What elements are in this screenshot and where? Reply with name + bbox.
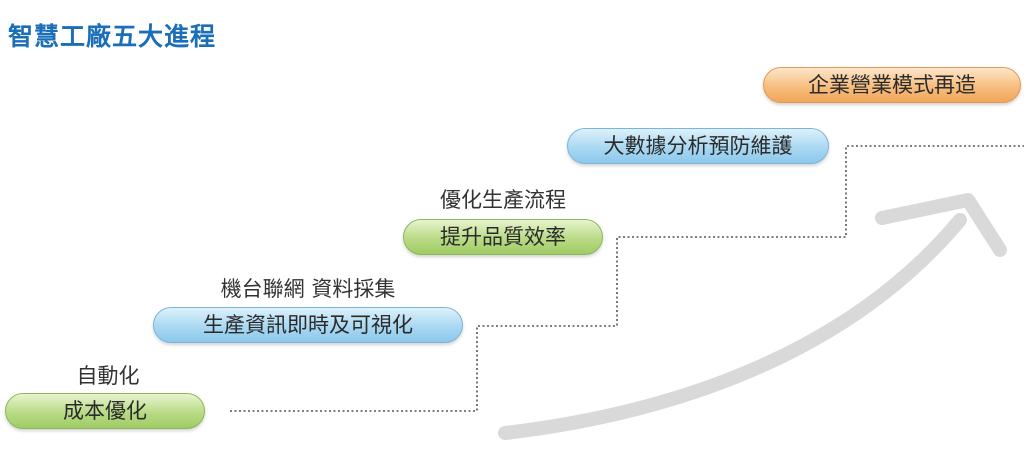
staircase-connector-line	[230, 145, 1024, 412]
stage-3-pill: 提升品質效率	[403, 219, 603, 255]
stage-2-pill: 生產資訊即時及可視化	[153, 307, 463, 343]
diagram-title: 智慧工廠五大進程	[8, 22, 217, 51]
stage-1-pill: 成本優化	[5, 393, 205, 429]
stage-4-pill: 大數據分析預防維護	[567, 128, 829, 164]
curved-up-arrow-icon	[498, 193, 1007, 440]
stage-3-caption: 優化生產流程	[440, 188, 566, 212]
stage-2-caption: 機台聯網 資料採集	[220, 277, 396, 301]
stage-5-pill: 企業營業模式再造	[763, 67, 1021, 103]
stage-1-caption: 自動化	[76, 364, 140, 388]
